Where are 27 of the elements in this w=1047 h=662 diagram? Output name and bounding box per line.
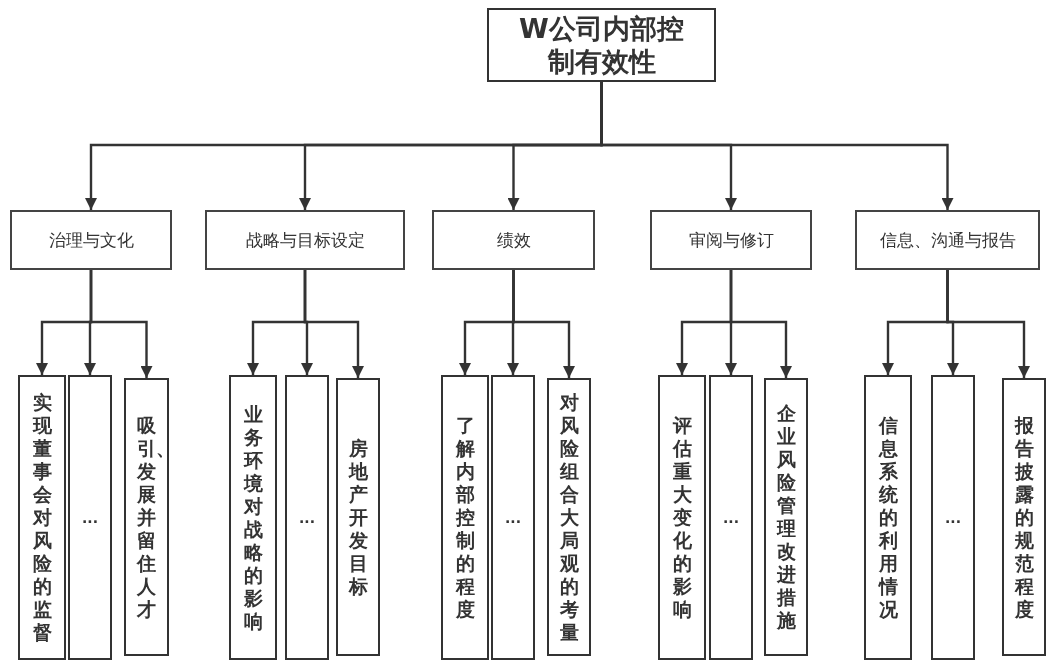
item-box: 对风险组合大局观的考量 — [547, 378, 591, 656]
item-box: 评估重大变化的影响 — [658, 375, 706, 660]
item-box: 房地产开发目标 — [336, 378, 380, 656]
item-box: ... — [68, 375, 112, 660]
item-box: 报告披露的规范程度 — [1002, 378, 1046, 656]
category-box: 审阅与修订 — [650, 210, 812, 270]
arrow — [729, 270, 792, 378]
item-box: ... — [931, 375, 975, 660]
arrow — [303, 270, 364, 378]
item-box: 吸引、发展并留住人才 — [124, 378, 169, 656]
category-box: 绩效 — [432, 210, 595, 270]
arrow — [946, 270, 1030, 378]
item-box: 业务环境对战略的影响 — [229, 375, 277, 660]
category-box: 信息、沟通与报告 — [855, 210, 1040, 270]
item-box: 实现董事会对风险的监督 — [18, 375, 66, 660]
item-box: 企业风险管理改进措施 — [764, 378, 808, 656]
item-box: 了解内部控制的程度 — [441, 375, 489, 660]
category-box: 战略与目标设定 — [205, 210, 405, 270]
arrow — [512, 270, 575, 378]
item-box: 信息系统的利用情况 — [864, 375, 912, 660]
item-box: ... — [709, 375, 753, 660]
arrow — [600, 82, 954, 210]
arrow — [89, 270, 153, 378]
item-box: ... — [491, 375, 535, 660]
item-box: ... — [285, 375, 329, 660]
category-box: 治理与文化 — [10, 210, 172, 270]
title-box: W公司内部控制有效性 — [487, 8, 716, 82]
